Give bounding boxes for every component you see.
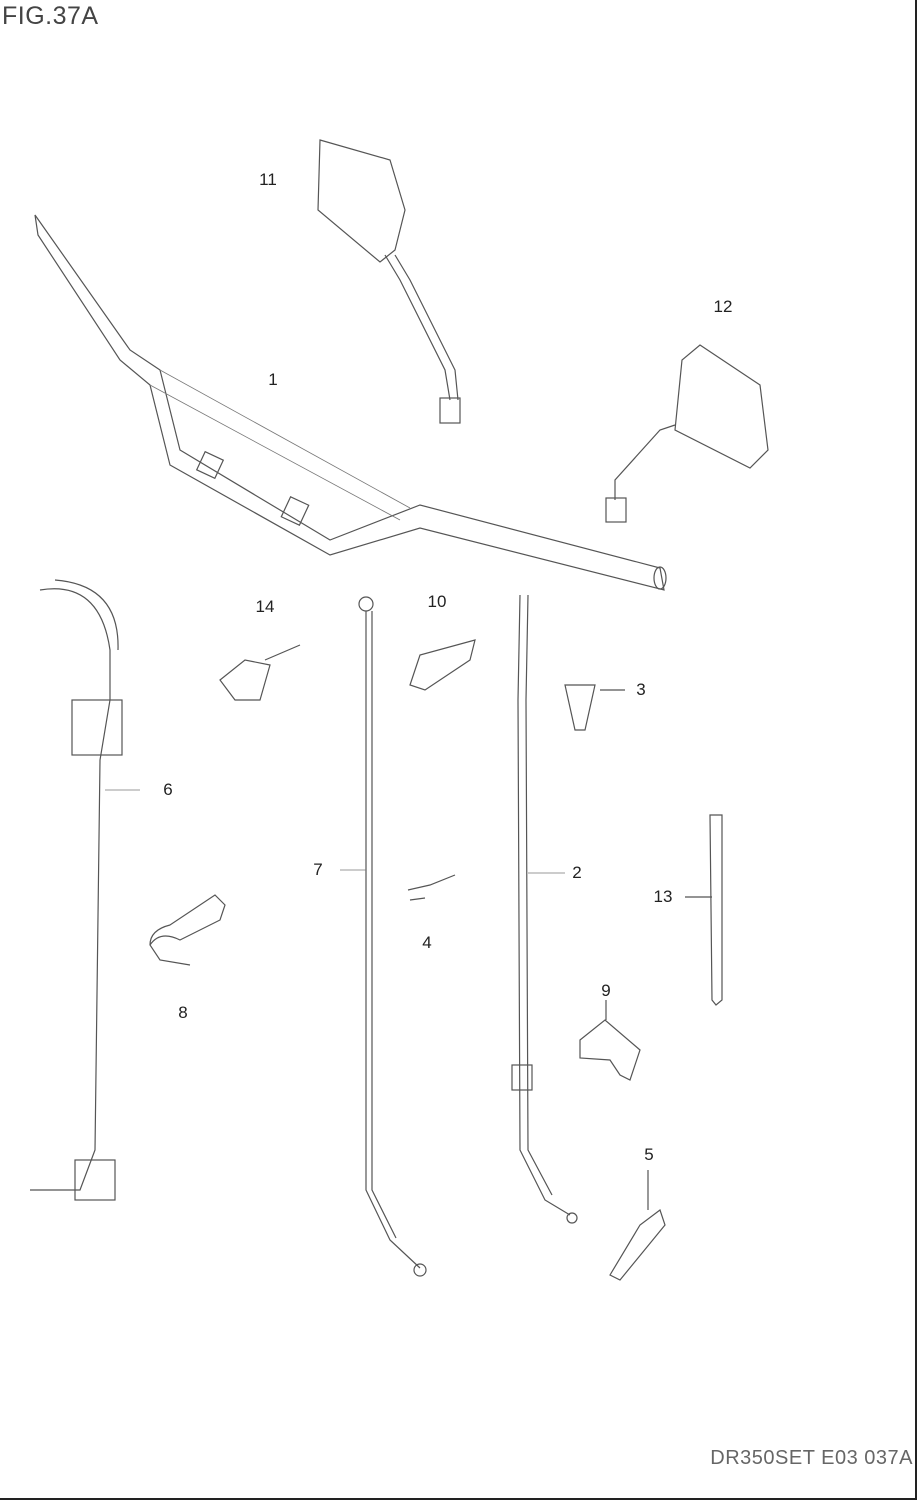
- part-8: [149, 894, 226, 966]
- part-3: [564, 684, 625, 731]
- callout-6: 6: [163, 780, 173, 799]
- part-5: [609, 1170, 666, 1281]
- callout-14: 14: [255, 597, 275, 616]
- callout-9: 9: [601, 981, 611, 1000]
- callout-13: 13: [653, 887, 673, 906]
- part-cable-2: [511, 594, 578, 1224]
- callout-8: 8: [178, 1003, 188, 1022]
- callout-5: 5: [644, 1145, 654, 1164]
- figure-title: FIG.37A: [2, 2, 99, 30]
- callout-1: 1: [268, 370, 278, 389]
- part-handlebar: [34, 214, 667, 591]
- part-cable-7: [340, 596, 427, 1277]
- callout-12: 12: [713, 297, 733, 316]
- callout-7: 7: [313, 860, 323, 879]
- callout-3: 3: [636, 680, 646, 699]
- callout-2: 2: [572, 863, 582, 882]
- part-mirror-right: [605, 344, 769, 523]
- part-14: [219, 644, 301, 701]
- part-mirror-left: [317, 139, 461, 424]
- callout-10: 10: [427, 592, 447, 611]
- part-9: [579, 1000, 641, 1081]
- part-10: [409, 639, 476, 691]
- drawing-code: DR350SET E03 037A: [710, 1447, 913, 1469]
- part-throttle-cable: [30, 579, 140, 1201]
- part-13: [685, 814, 723, 1006]
- part-4: [407, 874, 456, 901]
- callout-11: 11: [259, 170, 277, 189]
- callout-4: 4: [422, 933, 432, 952]
